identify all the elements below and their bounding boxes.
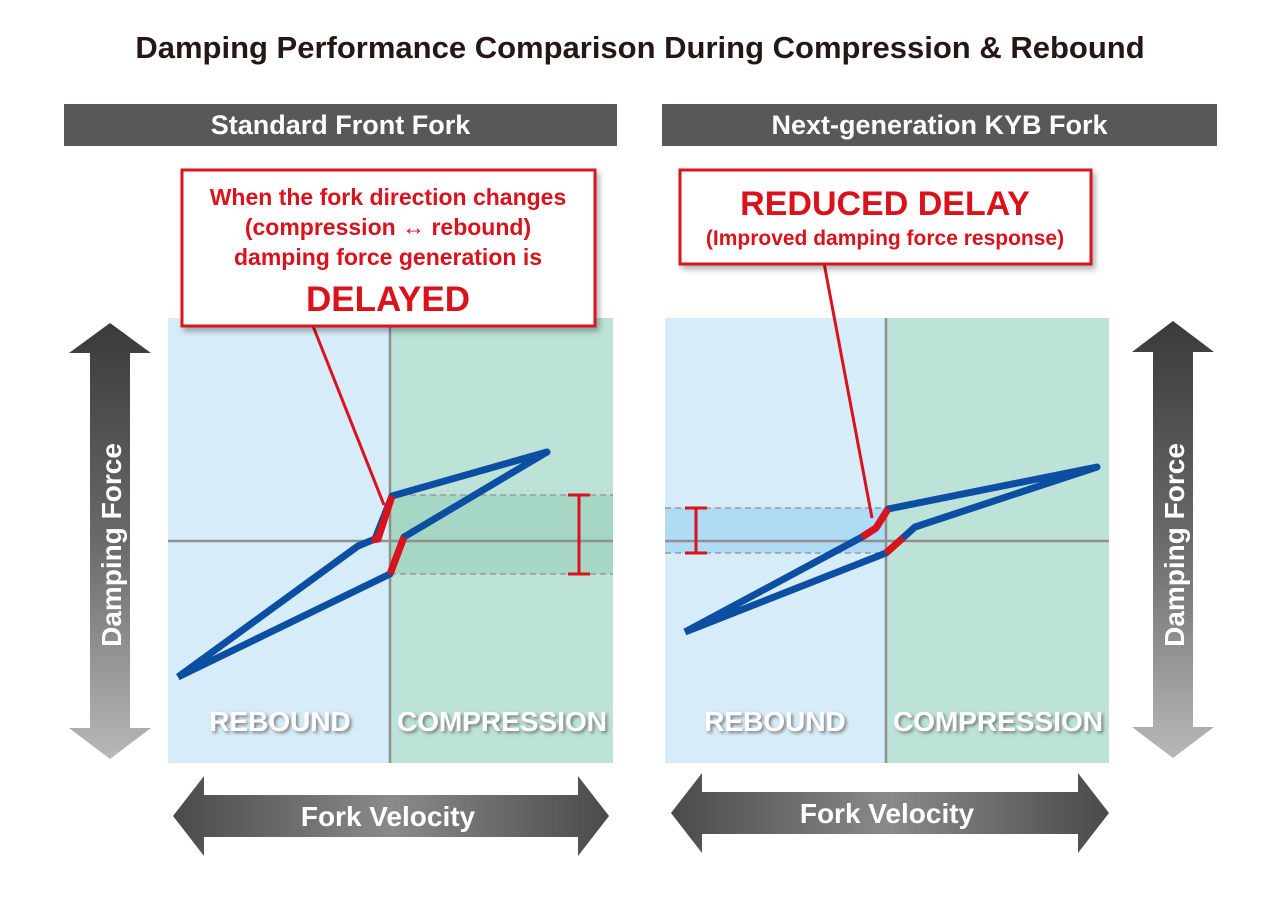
right-zone-label-rebound: REBOUND xyxy=(704,706,846,737)
right-delay-band xyxy=(665,508,886,553)
left-zone-label-compression: COMPRESSION xyxy=(397,706,607,737)
left-callout-line2: (compression ↔ rebound) xyxy=(245,214,531,240)
right-callout-box xyxy=(678,168,1093,266)
left-delay-segment-upper xyxy=(371,494,396,544)
double-arrow-icon: ↔ xyxy=(402,214,425,240)
left-panel: When the fork direction changes (compres… xyxy=(69,168,613,856)
left-delay-segment-lower xyxy=(386,535,408,576)
left-zone-label-rebound: REBOUND xyxy=(209,706,351,737)
right-delay-marker xyxy=(685,506,707,555)
left-x-axis-label: Fork Velocity xyxy=(301,801,476,832)
right-delay-segment-lower xyxy=(883,535,906,556)
left-callout-line1: When the fork direction changes xyxy=(210,184,567,210)
left-callout-line3: damping force generation is xyxy=(234,244,542,270)
right-x-axis-arrow-icon: Fork Velocity xyxy=(671,773,1109,853)
right-zone-label-compression: COMPRESSION xyxy=(893,706,1103,737)
right-y-axis-label: Damping Force xyxy=(1159,443,1190,647)
left-delay-band xyxy=(390,495,613,574)
right-callout-pointer xyxy=(822,262,874,519)
right-x-axis-label: Fork Velocity xyxy=(800,798,975,829)
left-x-axis-arrow-icon: Fork Velocity xyxy=(173,776,609,856)
page-title: Damping Performance Comparison During Co… xyxy=(135,30,1145,65)
right-callout-subtitle: (Improved damping force response) xyxy=(706,227,1064,250)
left-y-axis-arrow-icon: Damping Force xyxy=(69,323,151,759)
right-panel: REDUCED DELAY (Improved damping force re… xyxy=(665,168,1214,853)
right-delay-segment-upper xyxy=(860,507,891,540)
right-callout-title: REDUCED DELAY xyxy=(740,185,1030,223)
left-y-axis-label: Damping Force xyxy=(96,443,127,647)
left-panel-header: Standard Front Fork xyxy=(64,104,617,146)
left-callout-emphasis: DELAYED xyxy=(306,280,470,319)
left-callout-box xyxy=(180,168,597,328)
right-panel-header: Next-generation KYB Fork xyxy=(662,104,1217,146)
left-delay-marker xyxy=(568,493,590,576)
right-y-axis-arrow-icon: Damping Force xyxy=(1132,321,1214,758)
left-callout-pointer xyxy=(311,325,386,506)
